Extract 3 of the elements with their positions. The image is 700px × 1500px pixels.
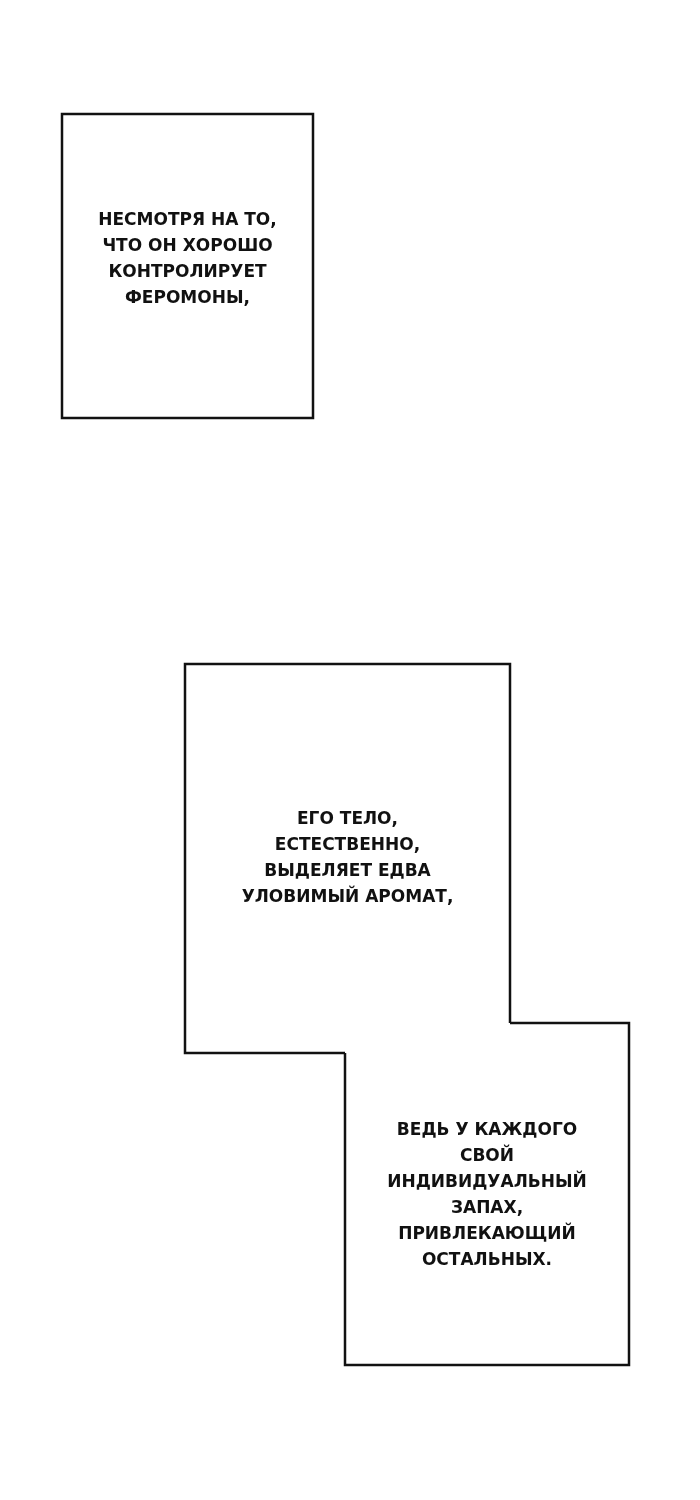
- caption-text: ВЕДЬ У КАЖДОГО СВОЙ ИНДИВИДУАЛЬНЫЙ ЗАПАХ, ПРИВЛЕКАЮЩИЙ ОСТАЛЬНЫХ.: [386, 1118, 588, 1271]
- caption-text: НЕСМОТРЯ НА ТО, ЧТО ОН ХОРОШО КОНТРОЛИРУЕТ ФЕРОМОНЫ,: [97, 208, 278, 309]
- caption-text: ЕГО ТЕЛО, ЕСТЕСТВЕННО, ВЫДЕЛЯЕТ ЕДВА УЛОВИМЫЙ АРОМАТ,: [240, 806, 455, 908]
